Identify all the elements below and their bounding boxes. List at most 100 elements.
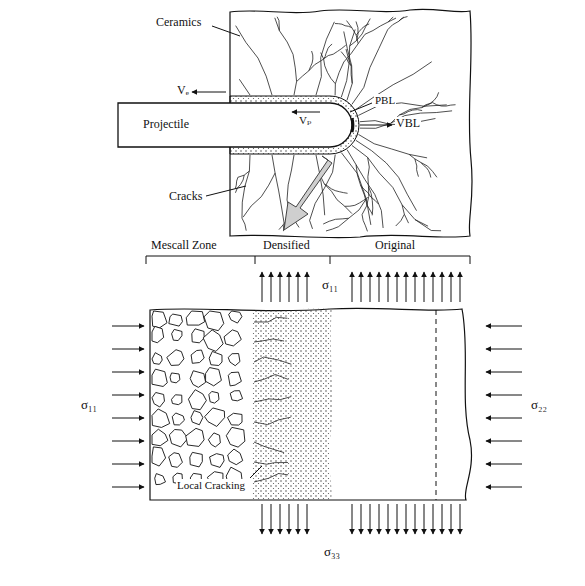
crack bbox=[254, 397, 291, 402]
crack bbox=[254, 317, 287, 322]
leader-line bbox=[206, 186, 246, 196]
stress-arrow bbox=[406, 272, 407, 302]
crack bbox=[352, 145, 431, 230]
rock bbox=[152, 429, 168, 446]
crack bbox=[347, 150, 383, 228]
stress-arrow bbox=[307, 272, 308, 302]
crack bbox=[422, 92, 439, 107]
crack bbox=[254, 462, 288, 464]
stress-symbol: σ₁₁ bbox=[80, 398, 98, 413]
rock bbox=[169, 314, 183, 326]
crack bbox=[272, 155, 285, 227]
crack bbox=[396, 214, 405, 226]
rock bbox=[210, 454, 225, 468]
stress-arrow bbox=[442, 272, 443, 302]
stress-arrow bbox=[451, 504, 452, 534]
rock bbox=[230, 391, 242, 401]
densified-zone bbox=[252, 309, 332, 500]
stress-arrow bbox=[388, 272, 389, 302]
crack bbox=[239, 79, 250, 95]
crack bbox=[328, 45, 345, 55]
rock bbox=[152, 392, 164, 407]
crack bbox=[324, 184, 347, 193]
rock bbox=[172, 329, 182, 340]
rock bbox=[209, 391, 219, 403]
rock bbox=[190, 452, 203, 467]
crack bbox=[321, 53, 336, 84]
stress-arrow bbox=[280, 272, 281, 302]
rock bbox=[227, 413, 242, 425]
stress-arrow bbox=[442, 504, 443, 534]
crack bbox=[254, 339, 284, 342]
crack bbox=[335, 34, 365, 95]
stress-arrow bbox=[486, 464, 522, 465]
crack bbox=[324, 44, 333, 59]
crack bbox=[415, 159, 419, 177]
crack bbox=[316, 155, 325, 215]
rock bbox=[228, 449, 243, 465]
crack bbox=[235, 177, 238, 189]
stress-symbol: σ₁₁ bbox=[321, 278, 339, 293]
stress-arrow bbox=[271, 272, 272, 302]
part-label: Projectile bbox=[142, 118, 190, 132]
zoom-arrow bbox=[284, 156, 332, 230]
part-label: Local Cracking bbox=[176, 479, 246, 492]
rock bbox=[152, 326, 164, 342]
rock bbox=[206, 368, 222, 386]
stress-arrow bbox=[486, 372, 522, 373]
crack bbox=[320, 175, 352, 214]
crack bbox=[235, 175, 244, 193]
stress-arrow bbox=[460, 272, 461, 302]
rock bbox=[190, 371, 205, 388]
rock bbox=[171, 395, 181, 405]
stress-arrow bbox=[433, 504, 434, 534]
stress-arrow bbox=[486, 326, 522, 327]
crack bbox=[402, 205, 409, 223]
stress-arrow bbox=[379, 272, 380, 302]
stress-arrow bbox=[298, 272, 299, 302]
rock bbox=[208, 433, 220, 447]
crack bbox=[339, 199, 367, 227]
dashed-line bbox=[436, 310, 437, 500]
leader-line bbox=[250, 466, 262, 478]
stress-arrow bbox=[289, 504, 290, 534]
rock bbox=[191, 350, 204, 363]
stress-arrow bbox=[406, 504, 407, 534]
comminuted-rocks bbox=[152, 311, 245, 488]
original-zone bbox=[150, 308, 472, 500]
crack bbox=[243, 173, 275, 217]
crack bbox=[362, 157, 369, 214]
local-cracks bbox=[254, 317, 291, 482]
stress-symbol: σ₃₃ bbox=[323, 545, 341, 560]
projectile bbox=[118, 103, 352, 147]
crack bbox=[431, 230, 441, 231]
rock bbox=[152, 369, 167, 386]
stress-arrow bbox=[486, 418, 522, 419]
rock bbox=[186, 428, 204, 446]
stress-arrow bbox=[112, 441, 144, 442]
part-label: PBL bbox=[374, 94, 396, 107]
crack bbox=[356, 165, 372, 214]
rock bbox=[152, 311, 167, 328]
stress-arrow bbox=[352, 504, 353, 534]
velocity-arrow bbox=[292, 112, 320, 113]
crack bbox=[388, 17, 404, 30]
crack bbox=[254, 374, 288, 382]
crack bbox=[399, 110, 422, 115]
stress-arrow bbox=[112, 487, 144, 488]
stress-arrows bbox=[112, 272, 522, 534]
crack bbox=[341, 153, 370, 225]
crack bbox=[341, 29, 355, 97]
stress-arrow bbox=[486, 395, 522, 396]
stress-arrow bbox=[433, 272, 434, 302]
stress-arrow bbox=[415, 272, 416, 302]
stress-arrow bbox=[460, 504, 461, 534]
part-label: Densified bbox=[262, 239, 311, 253]
crack bbox=[310, 220, 313, 228]
rock bbox=[209, 351, 222, 365]
part-label: Ceramics bbox=[155, 16, 202, 30]
stress-arrow bbox=[112, 418, 144, 419]
part-label: Original bbox=[374, 239, 416, 253]
crack bbox=[356, 62, 432, 110]
